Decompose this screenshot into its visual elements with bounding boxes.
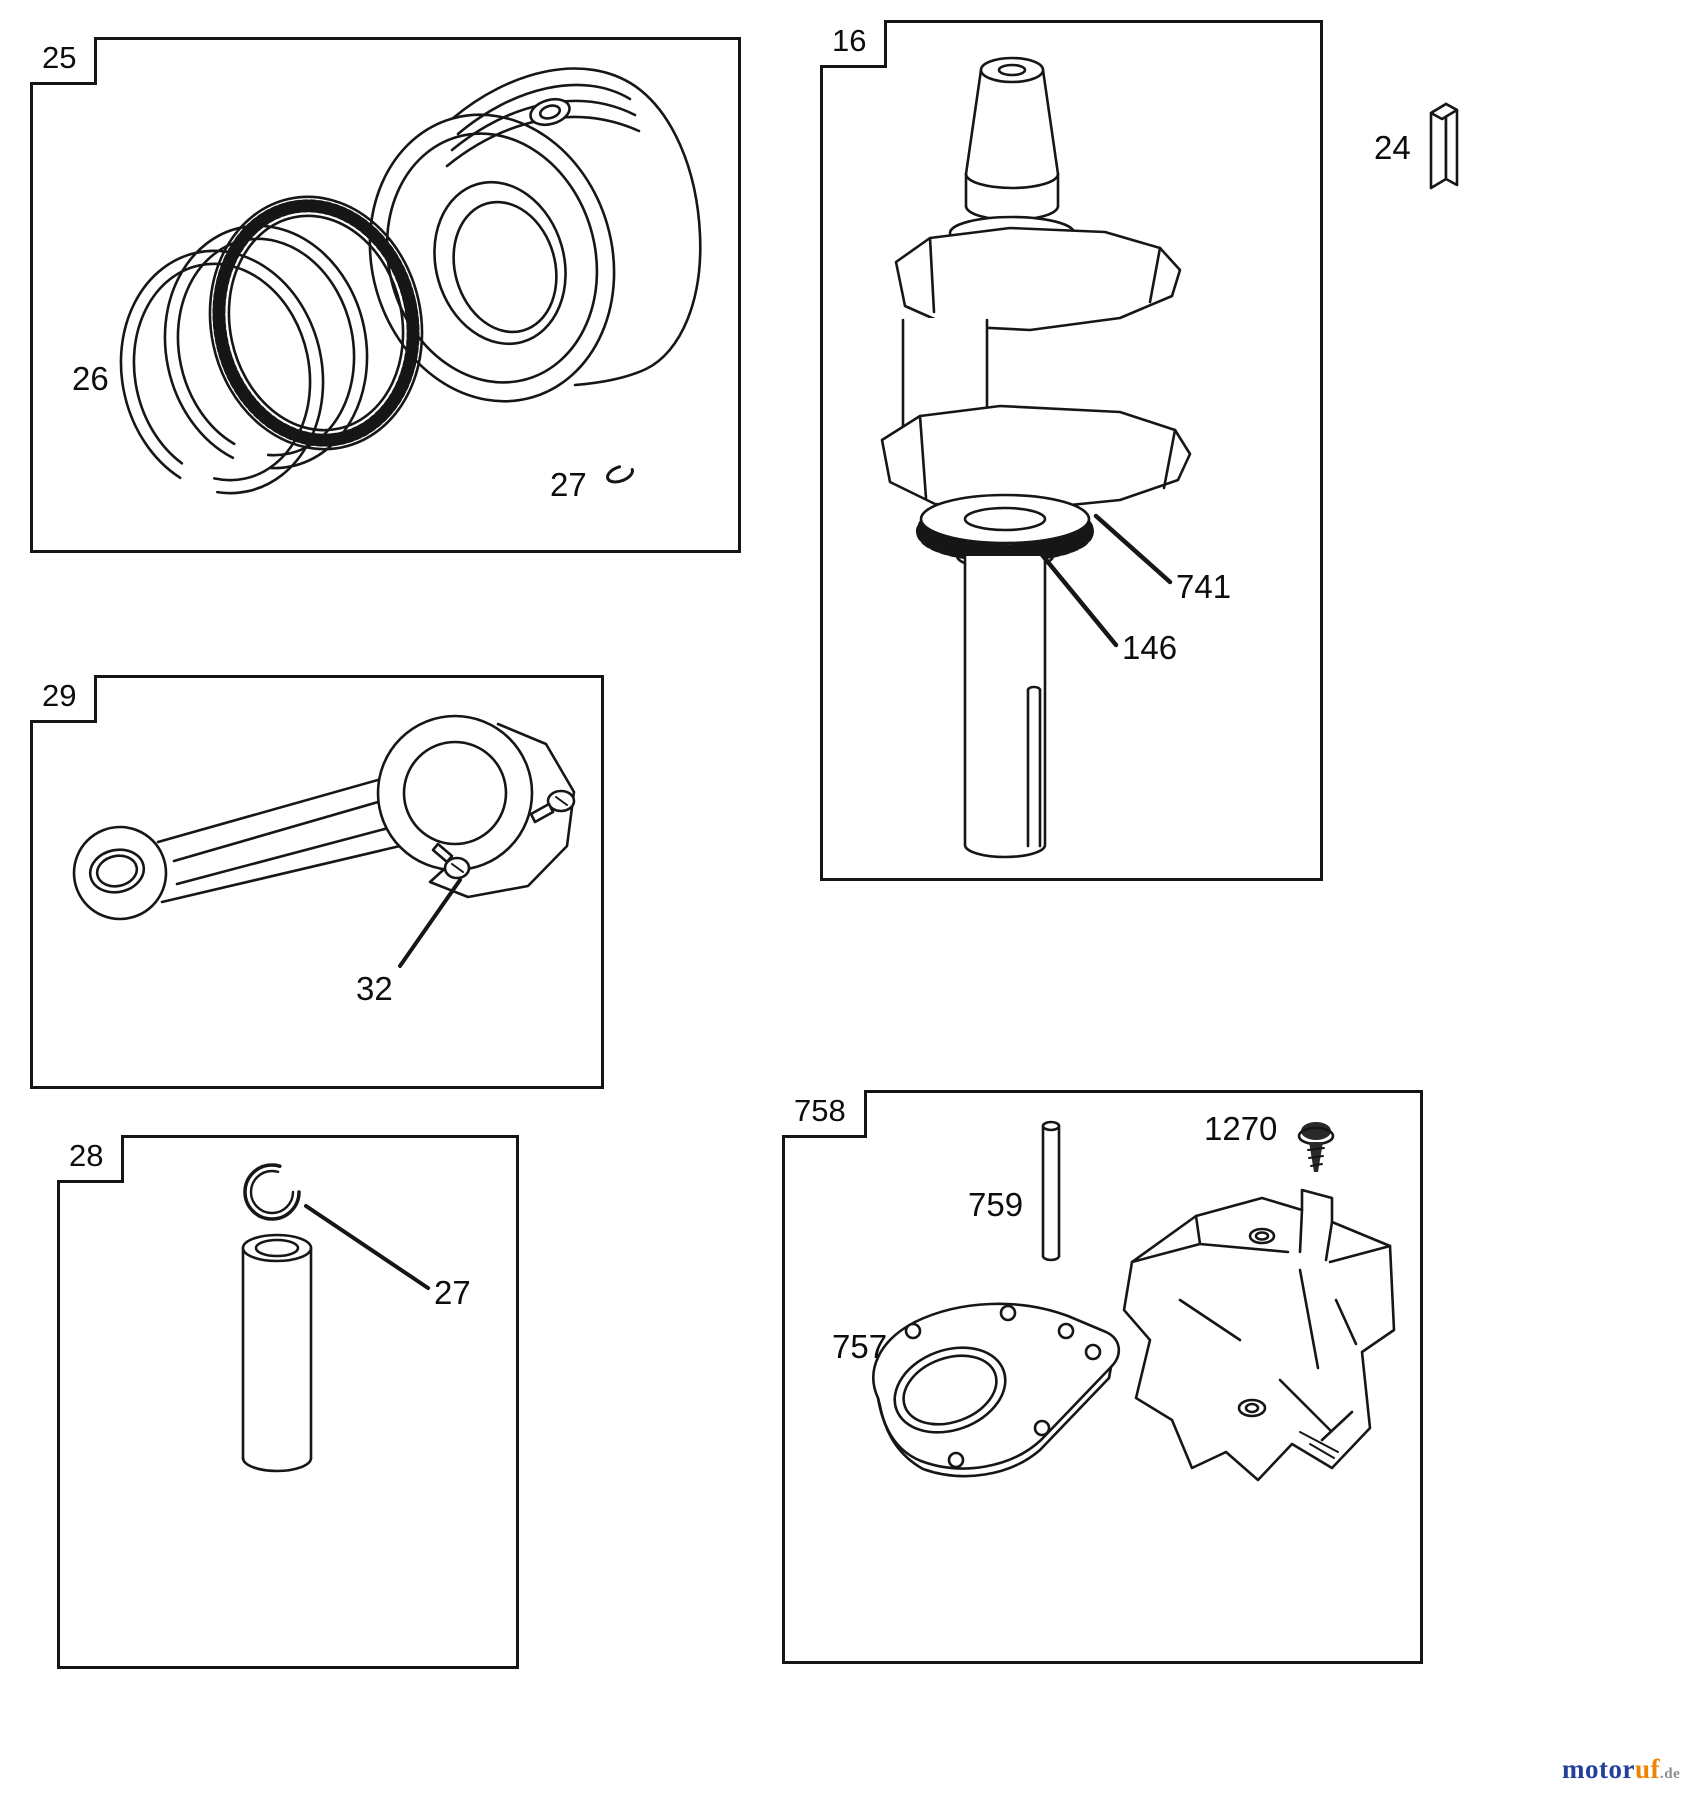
crankshaft-drawing xyxy=(880,56,1192,859)
panel-piston-assembly: 25 xyxy=(30,37,741,553)
panel-connecting-rod: 29 xyxy=(30,675,604,1089)
part-label-27a: 27 xyxy=(550,466,587,503)
leader-27-pin xyxy=(304,1204,430,1290)
watermark-motoruf-link[interactable]: motoruf.de xyxy=(1562,1754,1680,1785)
part-label-26: 26 xyxy=(72,360,109,397)
panel-piston-pin: 28 xyxy=(57,1135,519,1669)
part-label-1270: 1270 xyxy=(1204,1110,1278,1147)
piston-drawing xyxy=(368,67,702,403)
part-label-741: 741 xyxy=(1176,568,1232,605)
leader-32 xyxy=(398,878,462,968)
connecting-rod-drawing xyxy=(72,714,576,968)
part-label-759: 759 xyxy=(968,1186,1024,1223)
panel-label-28: 28 xyxy=(57,1135,125,1184)
oil-sump-drawing xyxy=(1122,1188,1396,1482)
watermark-motor: motor xyxy=(1562,1754,1635,1784)
gasket-drawing xyxy=(872,1302,1120,1478)
part-label-27b: 27 xyxy=(434,1274,471,1311)
part-label-32: 32 xyxy=(356,970,393,1007)
watermark-uf: uf xyxy=(1634,1754,1660,1784)
piston-rings-drawing xyxy=(119,195,424,495)
leader-741 xyxy=(1093,513,1173,585)
panel-oil-sump: 758 xyxy=(782,1090,1423,1664)
panel-crankshaft: 16 xyxy=(820,20,1323,881)
part-label-757: 757 xyxy=(832,1328,888,1365)
crankshaft-key-icon xyxy=(1429,102,1459,190)
dipstick-tube-drawing xyxy=(1041,1120,1061,1262)
part-label-146: 146 xyxy=(1122,629,1178,666)
piston-pin-drawing xyxy=(241,1163,430,1473)
panel-label-29: 29 xyxy=(30,675,98,724)
panel-label-758: 758 xyxy=(782,1090,867,1139)
panel-label-16: 16 xyxy=(820,20,888,69)
ring-retainer-clip-icon xyxy=(606,464,634,484)
panel-label-25: 25 xyxy=(30,37,98,86)
part-label-24: 24 xyxy=(1374,129,1411,166)
leader-146 xyxy=(1035,547,1119,648)
watermark-de: .de xyxy=(1659,1766,1681,1782)
screw-icon xyxy=(1297,1122,1335,1172)
